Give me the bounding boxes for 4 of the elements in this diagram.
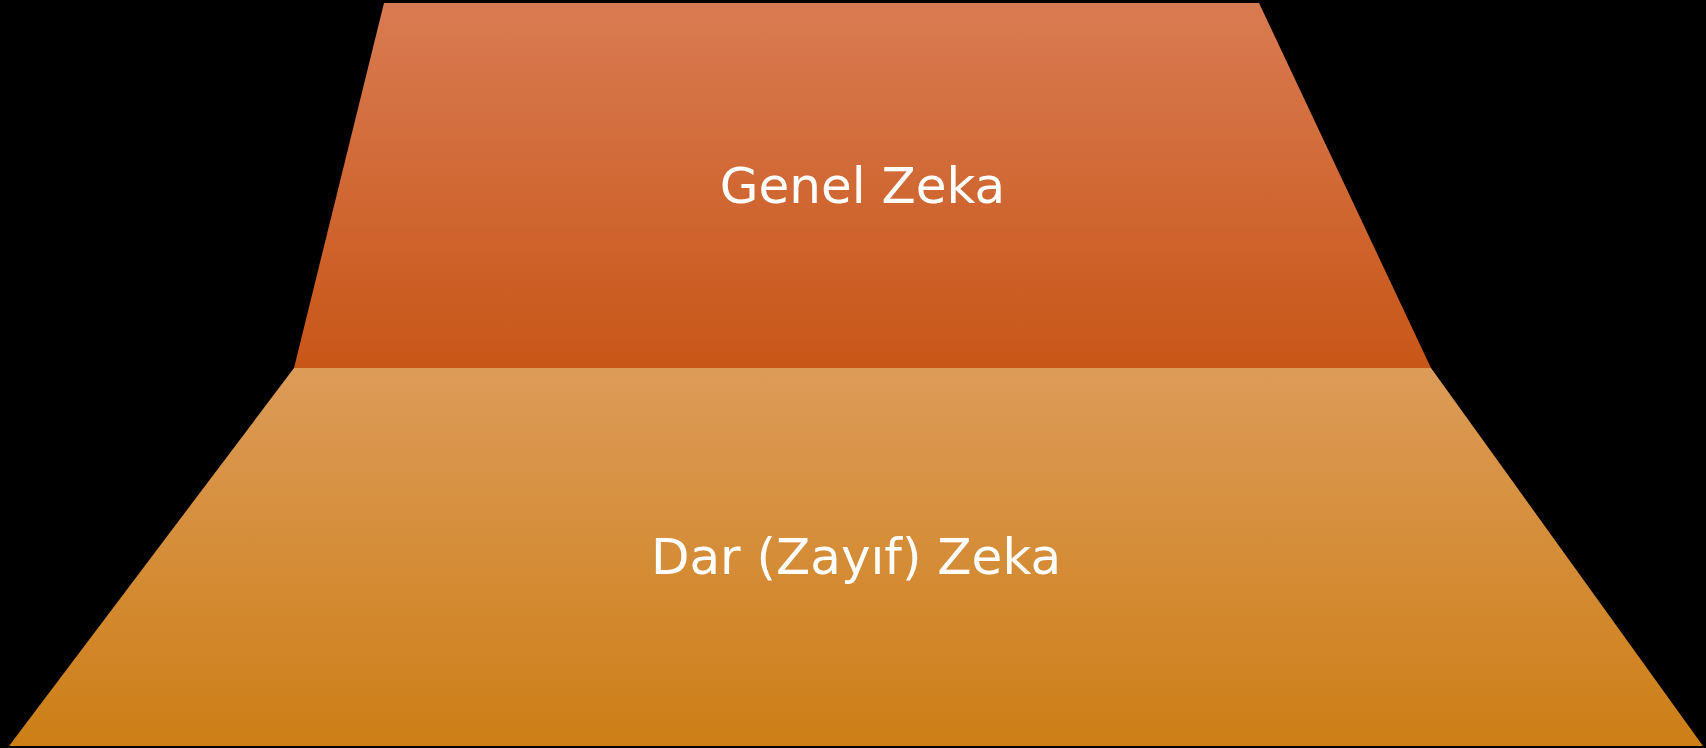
- tier-label: Genel Zeka: [719, 155, 1006, 216]
- pyramid-tier: [9, 368, 1703, 746]
- tier-label: Dar (Zayıf) Zeka: [650, 527, 1062, 587]
- pyramid-tier: [294, 3, 1431, 368]
